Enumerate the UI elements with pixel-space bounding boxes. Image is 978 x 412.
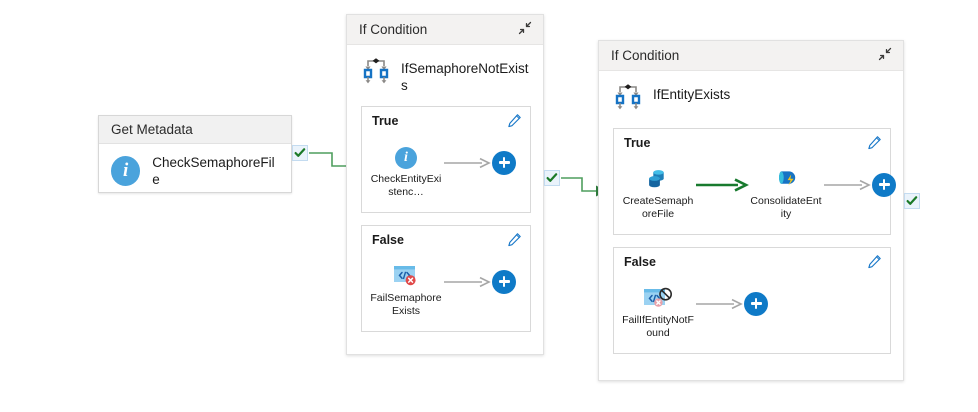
if-condition-branch-icon (361, 55, 391, 90)
branch-label-false: False (372, 233, 404, 247)
plus-icon (872, 173, 896, 197)
activity-node-label: CreateSemaphoreFile (622, 195, 694, 220)
copy-data-icon (645, 163, 671, 191)
activity-node-fail-semaphore-exists[interactable]: FailSemaphoreExists (370, 260, 442, 317)
flow-arrow (442, 156, 492, 170)
if-condition-1-branch-true[interactable]: True i CheckEntityExistenc… (361, 106, 531, 213)
collapse-diagonal-icon[interactable] (877, 46, 893, 65)
if-condition-1-activity-name: IfSemaphoreNotExists (401, 61, 529, 93)
success-connector-3[interactable] (904, 193, 924, 213)
info-circle-icon: i (111, 156, 141, 186)
if-condition-1-header: If Condition (347, 15, 543, 45)
branch-label-false: False (624, 255, 656, 269)
if-condition-2-branch-false[interactable]: False (613, 247, 891, 354)
activity-node-label: FailSemaphoreExists (370, 292, 442, 317)
collapse-diagonal-icon[interactable] (517, 20, 533, 39)
fail-script-icon (643, 282, 673, 310)
if-condition-1-header-title: If Condition (359, 22, 428, 37)
activity-node-label: FailIfEntityNotFound (622, 314, 694, 339)
info-circle-icon: i (395, 141, 417, 169)
if-condition-branch-icon (613, 81, 643, 116)
if-condition-2-header: If Condition (599, 41, 903, 71)
green-check-icon[interactable] (292, 145, 308, 161)
add-activity-button[interactable] (492, 150, 516, 175)
flow-arrow-active (694, 177, 750, 192)
branch-flow-true-2: CreateSemaphoreFile (614, 129, 896, 230)
green-check-icon[interactable] (544, 170, 560, 186)
fail-script-icon (393, 260, 419, 288)
if-condition-2-branch-true[interactable]: True (613, 128, 896, 235)
activity-node-label: CheckEntityExistenc… (370, 173, 442, 198)
branch-flow-false-2: FailIfEntityNotFound (614, 248, 890, 349)
pencil-icon[interactable] (867, 135, 882, 155)
flow-arrow (822, 178, 872, 192)
activity-node-create-semaphore-file[interactable]: CreateSemaphoreFile (622, 163, 694, 220)
activity-card-get-metadata[interactable]: Get Metadata i CheckSemaphoreFile (98, 115, 292, 193)
add-activity-button[interactable] (872, 172, 896, 197)
plus-icon (492, 151, 516, 175)
pencil-icon[interactable] (867, 254, 882, 274)
plus-icon (492, 270, 516, 294)
if-condition-1-branch-false[interactable]: False (361, 225, 531, 332)
get-metadata-body: i CheckSemaphoreFile (99, 144, 291, 200)
add-activity-button[interactable] (744, 291, 768, 316)
branch-label-true: True (624, 136, 651, 150)
if-condition-2-header-title: If Condition (611, 48, 680, 63)
if-condition-panel-1[interactable]: If Condition (346, 14, 544, 355)
branch-flow-true-1: i CheckEntityExistenc… (362, 107, 530, 208)
flow-arrow (694, 297, 744, 311)
databricks-notebook-icon (773, 163, 799, 191)
activity-node-consolidate-entity[interactable]: ConsolidateEntity (750, 163, 822, 220)
pencil-icon[interactable] (507, 232, 522, 252)
flow-arrow (442, 275, 492, 289)
activity-node-fail-if-entity-not-found[interactable]: FailIfEntityNotFound (622, 282, 694, 339)
green-check-icon[interactable] (904, 193, 920, 209)
plus-icon (744, 292, 768, 316)
get-metadata-activity-name: CheckSemaphoreFile (152, 155, 275, 187)
if-condition-panel-2[interactable]: If Condition (598, 40, 904, 381)
add-activity-button[interactable] (492, 269, 516, 294)
if-condition-1-title-row: IfSemaphoreNotExists (347, 45, 543, 100)
branch-flow-false-1: FailSemaphoreExists (362, 226, 530, 327)
get-metadata-header: Get Metadata (99, 116, 291, 144)
activity-node-check-entity-existence[interactable]: i CheckEntityExistenc… (370, 141, 442, 198)
branch-label-true: True (372, 114, 399, 128)
if-condition-2-title-row: IfEntityExists (599, 71, 903, 122)
if-condition-2-activity-name: IfEntityExists (653, 87, 731, 102)
activity-node-label: ConsolidateEntity (750, 195, 822, 220)
pencil-icon[interactable] (507, 113, 522, 133)
